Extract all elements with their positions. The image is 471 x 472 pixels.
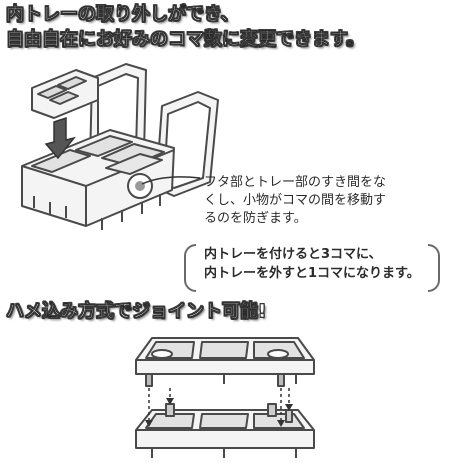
note-line: くし、小物がコマの間を移動す: [204, 193, 387, 208]
note-line: るのを防ぎます。: [204, 211, 307, 226]
pill-case-open-illustration: [21, 63, 219, 230]
arrow-down-icon: [44, 116, 76, 160]
gap-prevention-note: フタ部とトレー部のすき間をな くし、小物がコマの間を移動す るのを防ぎます。: [204, 174, 444, 228]
note-line: 内トレーを外すと1コマになります。: [204, 266, 420, 281]
dashed-arrow-icon: [148, 388, 290, 422]
heading-joint: ハメ込み方式でジョイント可能!: [6, 301, 267, 322]
bracket-left-icon: [184, 244, 196, 292]
note-line: 内トレーを付けると3コマに、: [204, 247, 382, 262]
note-line: フタ部とトレー部のすき間をな: [204, 175, 387, 190]
compartment-count-note: 内トレーを付けると3コマに、 内トレーを外すと1コマになります。: [184, 244, 440, 292]
heading-removable-tray-line2: 自由自在にお好みのコマ数に変更できます。: [6, 29, 365, 50]
heading-removable-tray-line1: 内トレーの取り外しができ、: [6, 4, 239, 25]
pill-case-joint-illustration: [135, 337, 315, 458]
bracket-right-icon: [428, 244, 440, 292]
